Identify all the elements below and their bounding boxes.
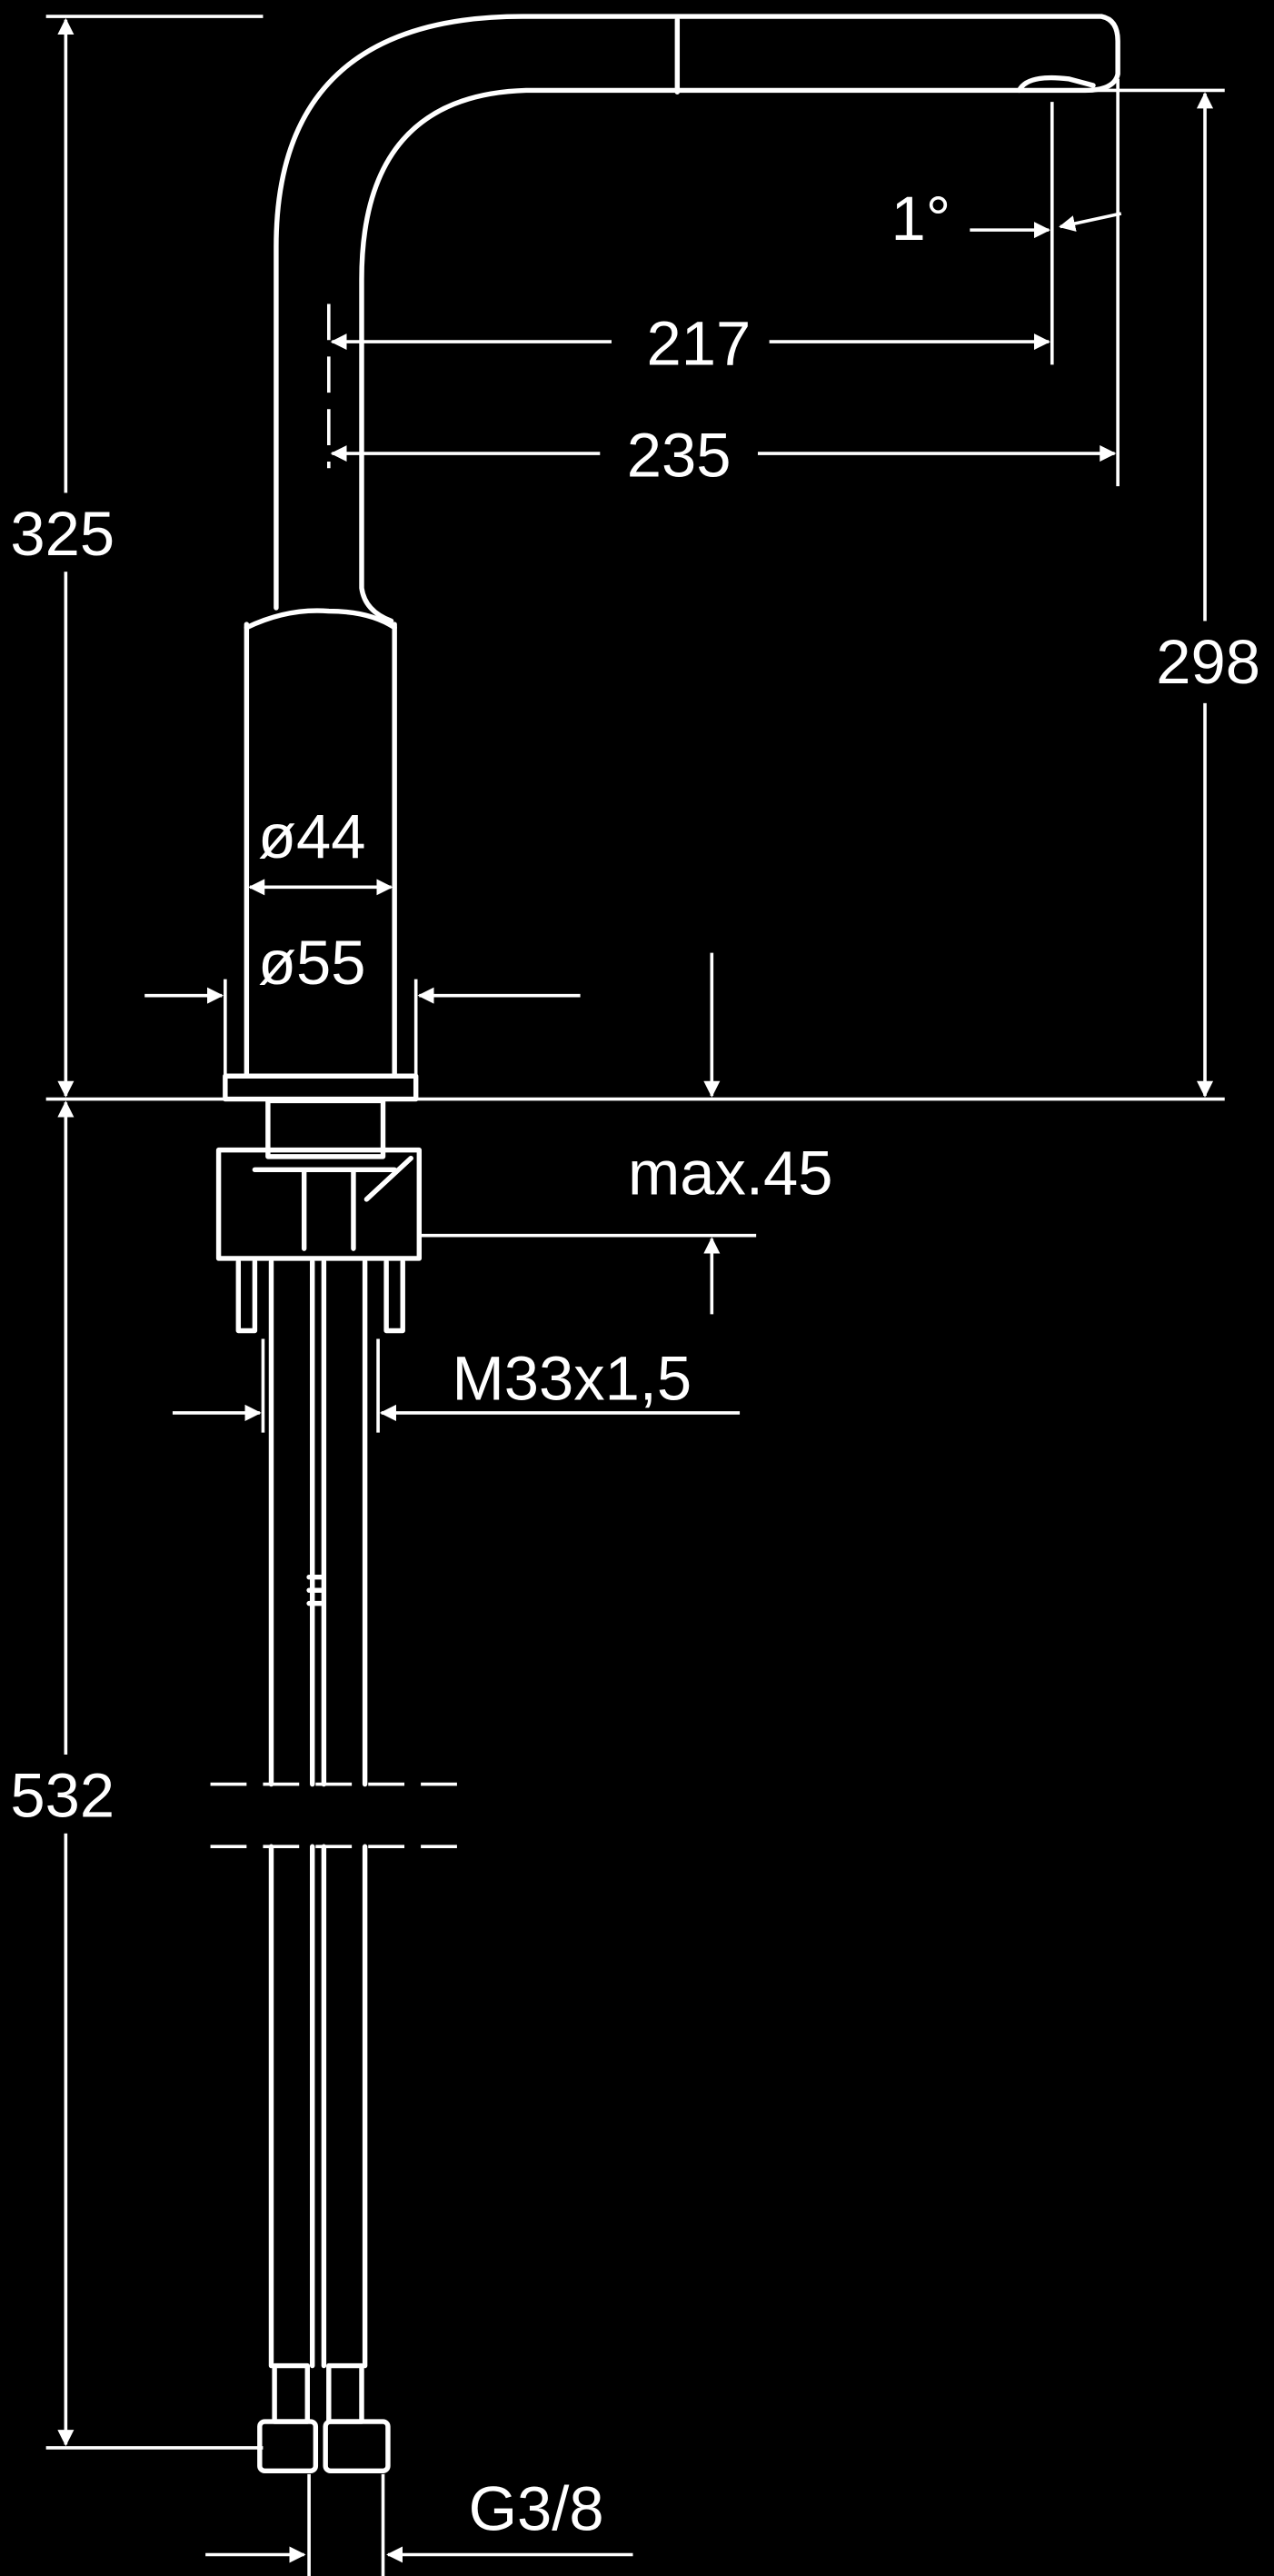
angle-label: 1° [891,184,951,254]
mounting-detail [252,1155,413,1251]
hose-nut-right [323,2419,391,2473]
mounting-plate [215,1147,423,1261]
dim-235-label: 235 [627,420,732,490]
spout-tip [1016,75,1096,94]
hose-nut-left [257,2419,319,2473]
mounting-studs [235,1258,405,1334]
dim-532-label: 532 [10,1761,114,1831]
angle-leader-right [1059,212,1122,232]
spout-outline [274,14,1120,624]
hose-connector-left [272,2362,311,2424]
max-thickness-label: max.45 [628,1138,832,1208]
hose-connection-label: G3/8 [469,2473,604,2543]
spout-neck [244,608,397,631]
hoses [268,1258,368,2369]
faucet-body [244,622,397,1079]
thread-label: M33x1,5 [452,1343,692,1413]
dim-325-label: 325 [10,499,114,569]
dim-298-label: 298 [1156,627,1260,697]
hose-connector-right [326,2362,364,2424]
body-diameter-label: ø44 [258,801,365,871]
dim-217-label: 217 [646,308,751,378]
hose-marker [306,1575,325,1606]
base-diameter-label: ø55 [258,928,365,998]
faucet-base [223,1073,419,1102]
